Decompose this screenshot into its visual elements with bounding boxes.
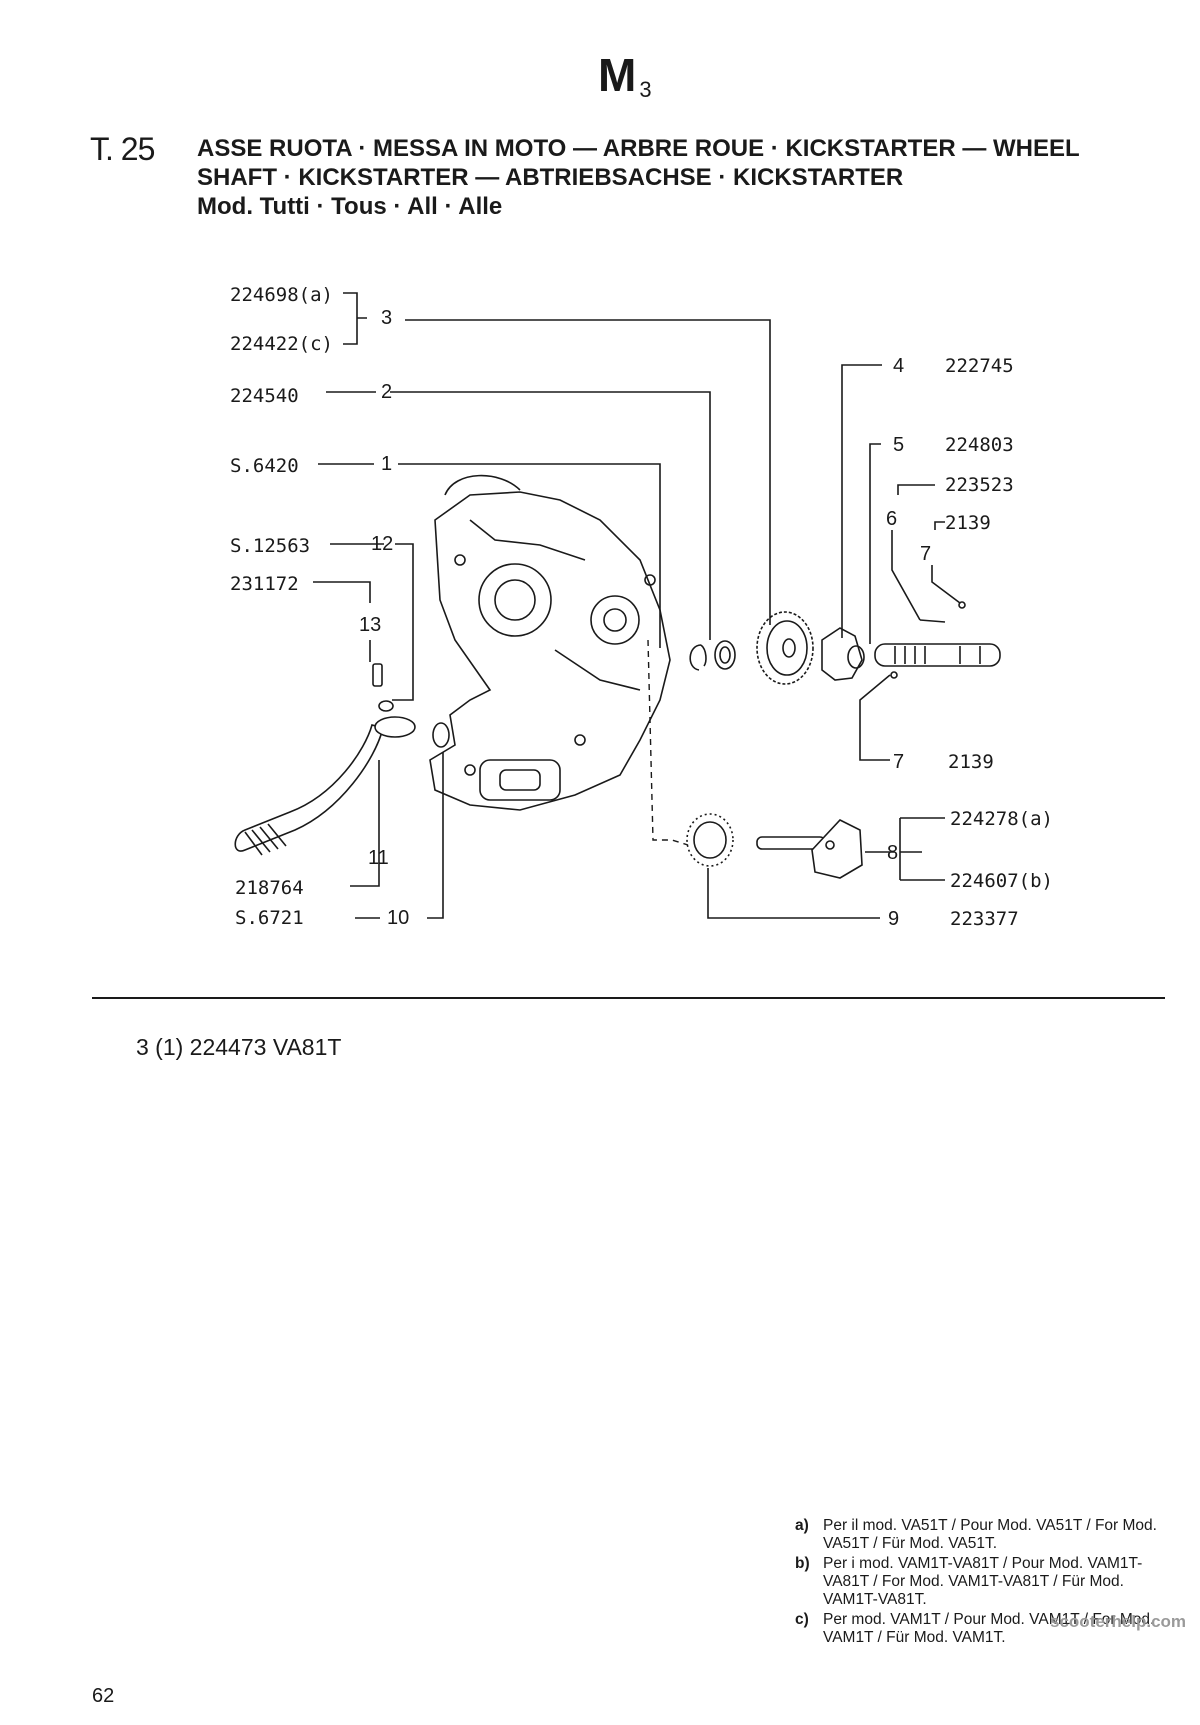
- bush-part-4: [821, 627, 865, 681]
- footnote-text: Per i mod. VAM1T-VA81T / Pour Mod. VAM1T…: [823, 1555, 1143, 1608]
- shim-hole: [719, 646, 731, 664]
- section-subscript: 3: [639, 77, 653, 102]
- label-p12-ref: 12: [371, 533, 393, 555]
- label-p3c-code: 224422(c): [230, 333, 333, 355]
- bolt-part-13: [372, 663, 383, 687]
- label-p7b-code: 2139: [948, 751, 994, 773]
- circlip-part-1: [689, 644, 707, 671]
- footnotes: a) Per il mod. VA51T / Pour Mod. VA51T /…: [795, 1517, 1175, 1649]
- label-p13-code: 231172: [230, 573, 299, 595]
- label-p1-code: S.6420: [230, 455, 299, 477]
- watermark: scooterhelp.com: [1050, 1612, 1187, 1631]
- pin-part-7-top: [958, 601, 966, 609]
- label-p4-ref: 4: [893, 355, 904, 377]
- leader-lines: [313, 292, 961, 919]
- label-p7a-code: 2139: [945, 512, 991, 534]
- table-number: T. 25: [90, 131, 155, 167]
- section-code: M3: [598, 48, 653, 103]
- washer-part-12: [378, 700, 394, 712]
- page-number: 62: [92, 1685, 115, 1707]
- variant-note: 3 (1) 224473 VA81T: [136, 1034, 342, 1060]
- label-p13-ref: 13: [359, 614, 381, 636]
- kick-lever-part-11: [234, 716, 416, 856]
- kickstart-sector-part-8: [756, 819, 863, 879]
- gear-part-3: [756, 611, 814, 685]
- label-p3-ref: 3: [381, 307, 392, 329]
- label-p7a-ref: 7: [920, 543, 931, 565]
- pin-part-6: [919, 619, 946, 623]
- title-line-2: SHAFT · KICKSTARTER — ABTRIEBSACHSE · KI…: [197, 164, 904, 191]
- footnote-a: a) Per il mod. VA51T / Pour Mod. VA51T /…: [795, 1517, 1175, 1553]
- label-p6-code: 223523: [945, 474, 1014, 496]
- section-letter: M: [598, 49, 638, 101]
- shaft-part-5: [874, 643, 1001, 667]
- label-p4-code: 222745: [945, 355, 1014, 377]
- crankcase-illustration: [429, 474, 671, 811]
- footnote-c: c) Per mod. VAM1T / Pour Mod. VAM1T / Fo…: [795, 1611, 1175, 1647]
- exploded-parts-diagram: 224698(a) 224422(c) 3 224540 2 S.6420 1 …: [230, 284, 1053, 930]
- pin-part-7-bottom: [890, 671, 898, 679]
- title-line-1: ASSE RUOTA · MESSA IN MOTO — ARBRE ROUE …: [197, 135, 1080, 162]
- label-p1-ref: 1: [381, 453, 392, 475]
- label-p8a-code: 224278(a): [950, 808, 1053, 830]
- title-line-3: Mod. Tutti · Tous · All · Alle: [197, 193, 503, 220]
- section-divider: [92, 997, 1165, 999]
- label-p8b-code: 224607(b): [950, 870, 1053, 892]
- label-p9-ref: 9: [888, 908, 899, 930]
- label-p10-code: S.6721: [235, 907, 304, 929]
- label-p5-ref: 5: [893, 434, 904, 456]
- footnote-b: b) Per i mod. VAM1T-VA81T / Pour Mod. VA…: [795, 1555, 1175, 1609]
- label-p5-code: 224803: [945, 434, 1014, 456]
- label-p6-ref: 6: [886, 508, 897, 530]
- footnote-key: a): [795, 1517, 809, 1534]
- footnote-key: b): [795, 1555, 810, 1572]
- label-p2-code: 224540: [230, 385, 299, 407]
- footnote-text: Per il mod. VA51T / Pour Mod. VA51T / Fo…: [823, 1517, 1157, 1552]
- label-p7b-ref: 7: [893, 751, 904, 773]
- footnote-key: c): [795, 1611, 809, 1628]
- label-p2-ref: 2: [381, 381, 392, 403]
- shim-part-2: [714, 640, 736, 670]
- o-ring-part-10: [432, 722, 450, 748]
- label-p12-code: S.12563: [230, 535, 310, 557]
- label-p8-ref: 8: [887, 842, 898, 864]
- label-p11-code: 218764: [235, 877, 304, 899]
- footnote-text: Per mod. VAM1T / Pour Mod. VAM1T / For M…: [823, 1611, 1155, 1646]
- spring-part-9: [686, 813, 734, 867]
- label-p3a-code: 224698(a): [230, 284, 333, 306]
- label-p10-ref: 10: [387, 907, 409, 929]
- label-p11-ref: 11: [368, 847, 389, 869]
- label-p9-code: 223377: [950, 908, 1019, 930]
